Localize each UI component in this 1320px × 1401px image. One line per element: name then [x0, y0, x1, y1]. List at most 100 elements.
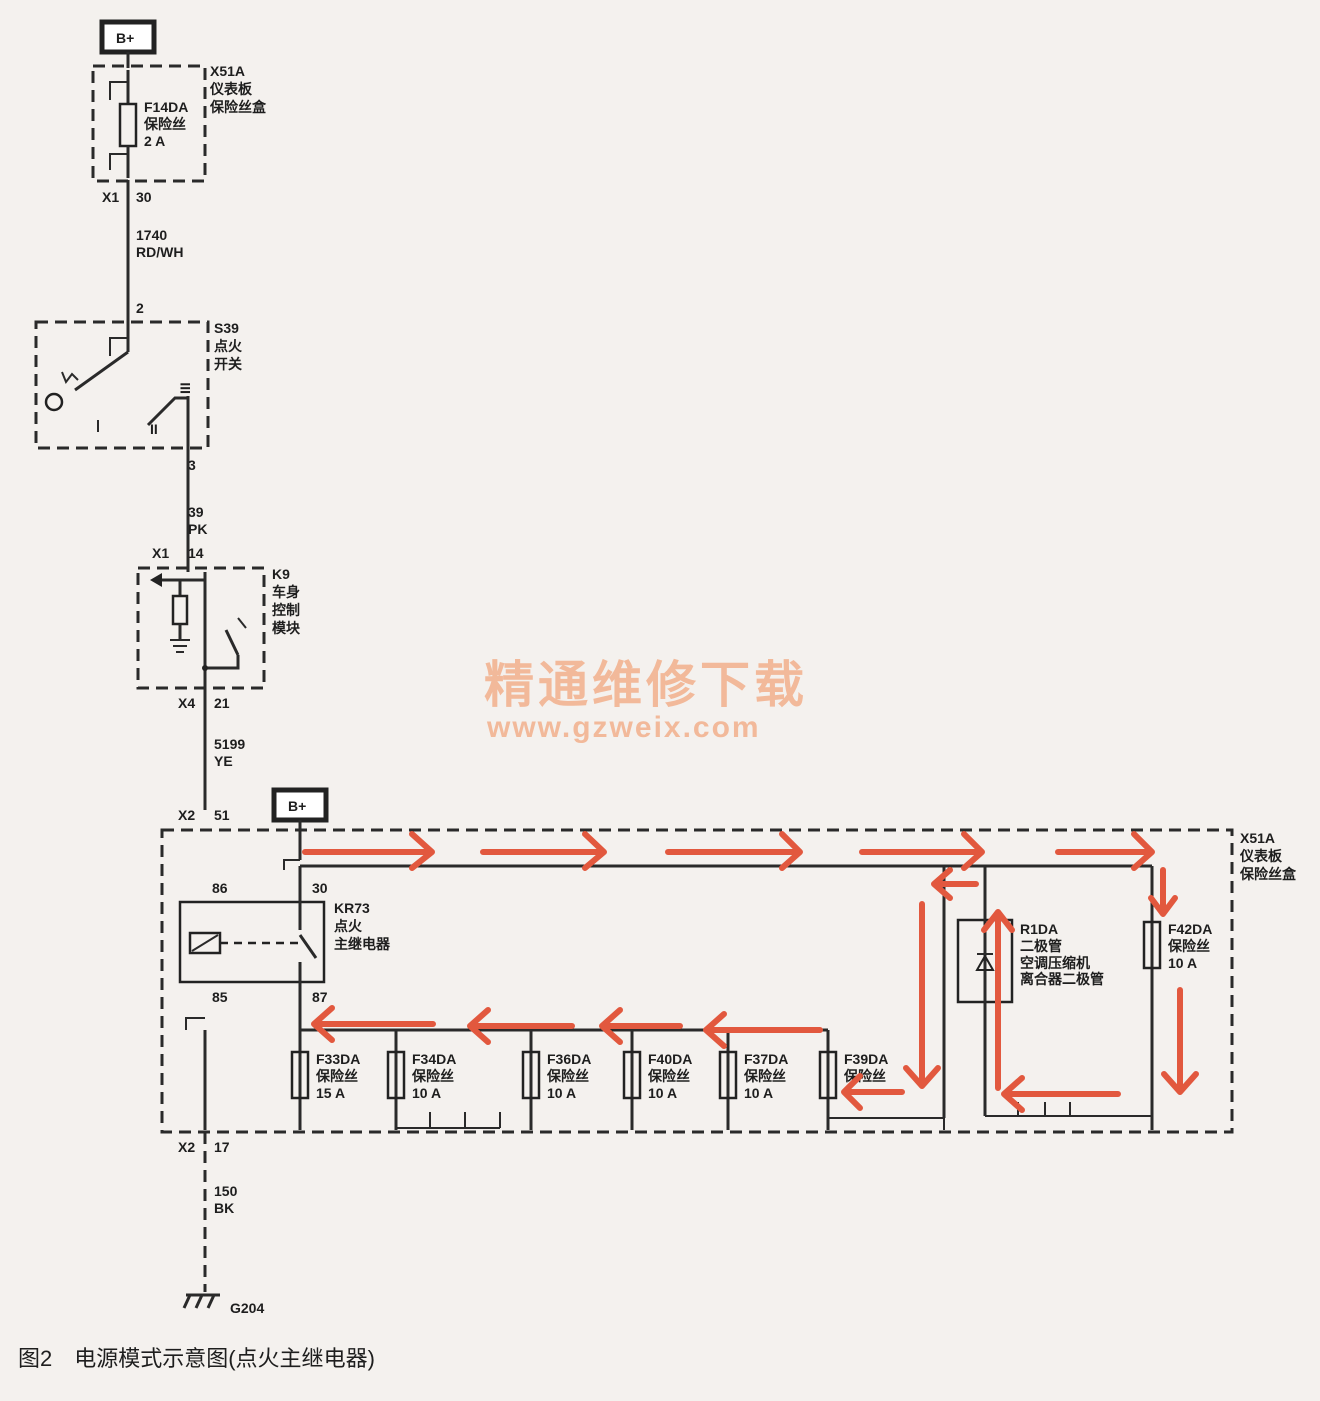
relay-contact	[298, 934, 318, 959]
pin-x1-top: X1	[102, 189, 119, 205]
pin-x2-bot: X2	[178, 1139, 195, 1155]
svg-text:R1DA: R1DA	[1020, 921, 1058, 937]
svg-text:空调压缩机: 空调压缩机	[1020, 955, 1090, 971]
svg-text:RD/WH: RD/WH	[136, 244, 183, 260]
svg-text:点火: 点火	[214, 338, 243, 354]
svg-text:15 A: 15 A	[316, 1085, 345, 1101]
svg-text:保险丝: 保险丝	[546, 1068, 589, 1084]
svg-text:F36DA: F36DA	[547, 1051, 591, 1067]
pin-51: 51	[214, 807, 230, 823]
svg-text:10 A: 10 A	[744, 1085, 773, 1101]
svg-text:X51A: X51A	[210, 63, 245, 79]
k9-switch-contact	[224, 629, 240, 656]
figure-caption: 图2 电源模式示意图(点火主继电器)	[18, 1346, 375, 1371]
svg-text:F37DA: F37DA	[744, 1051, 788, 1067]
key-icon	[44, 392, 64, 412]
relay-pin-87: 87	[312, 989, 328, 1005]
svg-text:10 A: 10 A	[1168, 955, 1197, 971]
svg-text:5199: 5199	[214, 736, 245, 752]
relay-pin-86: 86	[212, 880, 228, 896]
pin-17: 17	[214, 1139, 230, 1155]
switch-pos-ii: II	[150, 421, 158, 437]
svg-text:车身: 车身	[272, 584, 300, 600]
watermark-title: 精通维修下载	[484, 657, 808, 713]
switch-pos-iii: III	[177, 382, 193, 394]
power-terminal-top: B+	[99, 19, 157, 55]
fuse-f14da-label: F14DA 保险丝 2 A	[143, 99, 188, 149]
body-control-module-outline	[136, 566, 266, 690]
key-symbol-icon	[61, 371, 79, 385]
svg-text:K9: K9	[272, 566, 290, 582]
diode-r1da-label: R1DA 二极管 空调压缩机 离合器二极管	[1020, 921, 1104, 987]
svg-text:F33DA: F33DA	[316, 1051, 360, 1067]
pin-2: 2	[136, 300, 144, 316]
svg-text:10 A: 10 A	[547, 1085, 576, 1101]
svg-text:主继电器: 主继电器	[334, 936, 391, 952]
svg-text:S39: S39	[214, 320, 239, 336]
svg-text:点火: 点火	[334, 918, 363, 934]
pin-14: 14	[188, 545, 204, 561]
input-arrow-icon	[150, 573, 162, 587]
switch-blade	[74, 350, 129, 392]
svg-text:F40DA: F40DA	[648, 1051, 692, 1067]
ignition-relay-label: KR73 点火 主继电器	[334, 900, 391, 952]
svg-text:2 A: 2 A	[144, 133, 165, 149]
relay-pin-30: 30	[312, 880, 328, 896]
svg-text:控制: 控制	[272, 602, 300, 618]
fuse-f37da: F37DA 保险丝 10 A	[718, 1050, 788, 1101]
svg-text:开关: 开关	[214, 356, 242, 372]
svg-text:BK: BK	[214, 1200, 234, 1216]
svg-text:保险丝盒: 保险丝盒	[1239, 866, 1297, 882]
pin-21: 21	[214, 695, 230, 711]
svg-text:离合器二极管: 离合器二极管	[1020, 971, 1104, 987]
svg-text:仪表板: 仪表板	[209, 81, 253, 97]
fuse-f34da: F34DA 保险丝 10 A	[386, 1050, 456, 1101]
svg-text:10 A: 10 A	[412, 1085, 441, 1101]
svg-text:保险丝: 保险丝	[1167, 938, 1210, 954]
svg-text:YE: YE	[214, 753, 233, 769]
body-control-module-label: K9 车身 控制 模块	[272, 566, 301, 636]
svg-text:B+: B+	[116, 30, 134, 46]
fusebox-main-outline	[160, 828, 1234, 1134]
wire-5199-label: 5199 YE	[214, 736, 245, 769]
svg-text:F14DA: F14DA	[144, 99, 188, 115]
svg-text:保险丝: 保险丝	[743, 1068, 786, 1084]
relay-pin-85: 85	[212, 989, 228, 1005]
svg-text:F39DA: F39DA	[844, 1051, 888, 1067]
svg-text:150: 150	[214, 1183, 238, 1199]
svg-text:F42DA: F42DA	[1168, 921, 1212, 937]
svg-text:KR73: KR73	[334, 900, 370, 916]
pin-x4: X4	[178, 695, 195, 711]
pin-3: 3	[188, 457, 196, 473]
svg-text:F34DA: F34DA	[412, 1051, 456, 1067]
fuse-f36da: F36DA 保险丝 10 A	[521, 1050, 591, 1101]
fuse-f33da: F33DA 保险丝 15 A	[290, 1050, 360, 1101]
ignition-switch-label: S39 点火 开关	[214, 320, 243, 372]
ignition-relay-body	[178, 900, 326, 984]
ignition-switch-outline	[34, 320, 210, 450]
svg-text:模块: 模块	[272, 620, 301, 636]
fuse-f42da: F42DA 保险丝 10 A	[1142, 920, 1212, 971]
wire-1740-label: 1740 RD/WH	[136, 227, 183, 260]
wire-150-label: 150 BK	[214, 1183, 238, 1216]
ground-icon	[182, 1293, 220, 1309]
svg-text:10 A: 10 A	[648, 1085, 677, 1101]
svg-text:保险丝: 保险丝	[647, 1068, 690, 1084]
watermark-url: www.gzweix.com	[486, 711, 761, 744]
svg-text:保险丝: 保险丝	[315, 1068, 358, 1084]
fuse-f14da-symbol	[118, 102, 138, 148]
svg-text:B+: B+	[288, 798, 306, 814]
fusebox-top-label: X51A 仪表板 保险丝盒	[209, 63, 267, 115]
ground-label: G204	[230, 1300, 264, 1316]
svg-text:39: 39	[188, 504, 204, 520]
svg-text:保险丝: 保险丝	[143, 116, 186, 132]
svg-text:保险丝: 保险丝	[411, 1068, 454, 1084]
fusebox-main-label: X51A 仪表板 保险丝盒	[1239, 830, 1297, 882]
k9-resistor-symbol	[171, 594, 189, 626]
pin-k9-x1: X1	[152, 545, 169, 561]
current-flow-arrows	[302, 831, 1199, 1113]
pin-x2-top: X2	[178, 807, 195, 823]
fuse-f40da: F40DA 保险丝 10 A	[622, 1050, 692, 1101]
